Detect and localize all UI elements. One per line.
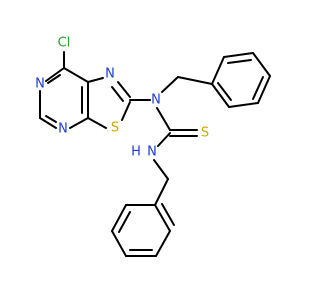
bond-ch2a-ph1 [177,76,213,85]
atom-nitrogen-pyrimidine-top: N [35,77,45,92]
bond-ph2-1-double [161,203,175,226]
atom-sulfur-thione: S [201,126,209,141]
atom-nitrogen-pyrimidine-bottom: N [58,122,68,137]
bond-c7-n6 [45,67,65,82]
atom-hydrogen-nh: H [131,145,141,160]
atom-nitrogen-thiazole: N [105,67,115,82]
bond-ph1-3 [252,52,271,77]
bond-ph2-5-double [118,211,131,233]
bond-ph2-4 [111,230,127,257]
bond-ph1-4-double [252,76,264,100]
bond-ph1-2-double [227,59,252,64]
atom-labels: Cl N N N S N S H N [35,36,209,160]
bond-ch2b-ph2 [154,178,169,206]
bond-ph2-2 [155,230,171,257]
bond-ph1-6-double [217,82,232,101]
bond-ph1-5 [228,102,259,108]
atom-nitrogen-nh: N [147,145,157,160]
atom-chlorine: Cl [58,36,71,51]
bond-c5-n4-double [45,115,57,123]
bond-ph2-5 [111,204,127,232]
bonds [39,51,271,257]
bond-ph2-1 [154,204,171,232]
bond-n-thz-c2-double [111,86,124,102]
bond-c7a-c7 [63,67,89,83]
bond-c-thione-nh [157,132,171,147]
bond-ph1-2 [223,52,254,58]
atom-sulfur-thiazole: S [111,121,119,136]
bond-ph1-6 [211,83,230,108]
bond-n-thz-c2 [117,81,131,98]
bond-c7-n6-double [47,74,61,84]
molecule-structure-diagram: Cl N N N S N S H N [35,36,271,257]
bond-nh-ch2b [153,159,169,180]
bond-s-thz-c3a [87,117,107,129]
bond-c5-n4 [39,117,57,129]
bond-ph1-4 [257,75,271,104]
bond-n-amide-c-thione [156,107,171,131]
bond-c2-s-thz [121,101,131,121]
bond-c7a-n-thz [87,77,104,83]
bond-n-amide-ch2a [161,76,179,93]
bond-ph1-1 [211,56,225,85]
bond-n4-c3a [69,117,89,129]
atom-nitrogen-amide: N [151,93,161,108]
